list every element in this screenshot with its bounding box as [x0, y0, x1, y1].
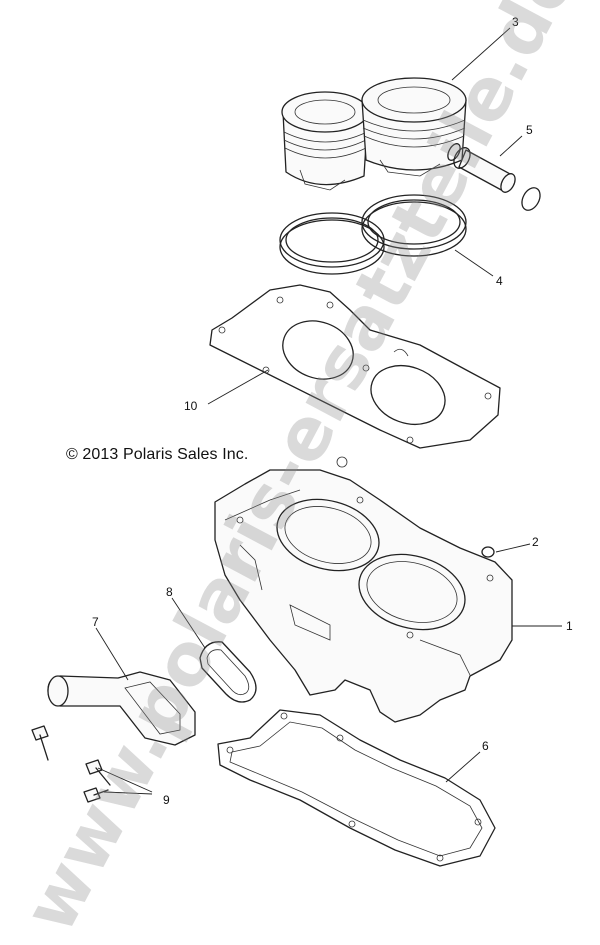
- bolts: [31, 725, 111, 803]
- callout-2: 2: [532, 535, 539, 549]
- leader-8: [171, 597, 206, 649]
- leader-5: [499, 135, 523, 157]
- cylinder-block: [214, 456, 513, 723]
- callout-1: 1: [566, 619, 573, 633]
- callout-5: 5: [526, 123, 533, 137]
- o-ring: [481, 546, 495, 558]
- piston-rear: [281, 91, 369, 191]
- leader-6: [445, 751, 481, 783]
- callout-8: 8: [166, 585, 173, 599]
- leader-7: [95, 627, 129, 681]
- piston-front: [361, 77, 467, 177]
- callout-10: 10: [184, 399, 198, 413]
- copyright-text: © 2013 Polaris Sales Inc.: [66, 446, 249, 463]
- water-outlet-seal: [199, 641, 257, 703]
- base-gasket: [217, 709, 496, 867]
- leader-2: [495, 543, 531, 553]
- water-outlet: [47, 671, 196, 746]
- leader-9b: [103, 791, 153, 795]
- exploded-parts-diagram: 3 5 4 10 2 1 8 7 6 9: [31, 15, 573, 867]
- leader-4: [454, 249, 494, 277]
- head-gasket: [209, 284, 501, 449]
- callout-3: 3: [512, 15, 519, 29]
- callout-6: 6: [482, 739, 489, 753]
- piston-pin: [447, 143, 541, 211]
- callout-7: 7: [92, 615, 99, 629]
- callout-9: 9: [163, 793, 170, 807]
- leader-3: [451, 27, 511, 81]
- callout-4: 4: [496, 274, 503, 288]
- leader-10: [207, 369, 269, 405]
- leader-9: [97, 767, 153, 793]
- piston-rings: [279, 194, 467, 275]
